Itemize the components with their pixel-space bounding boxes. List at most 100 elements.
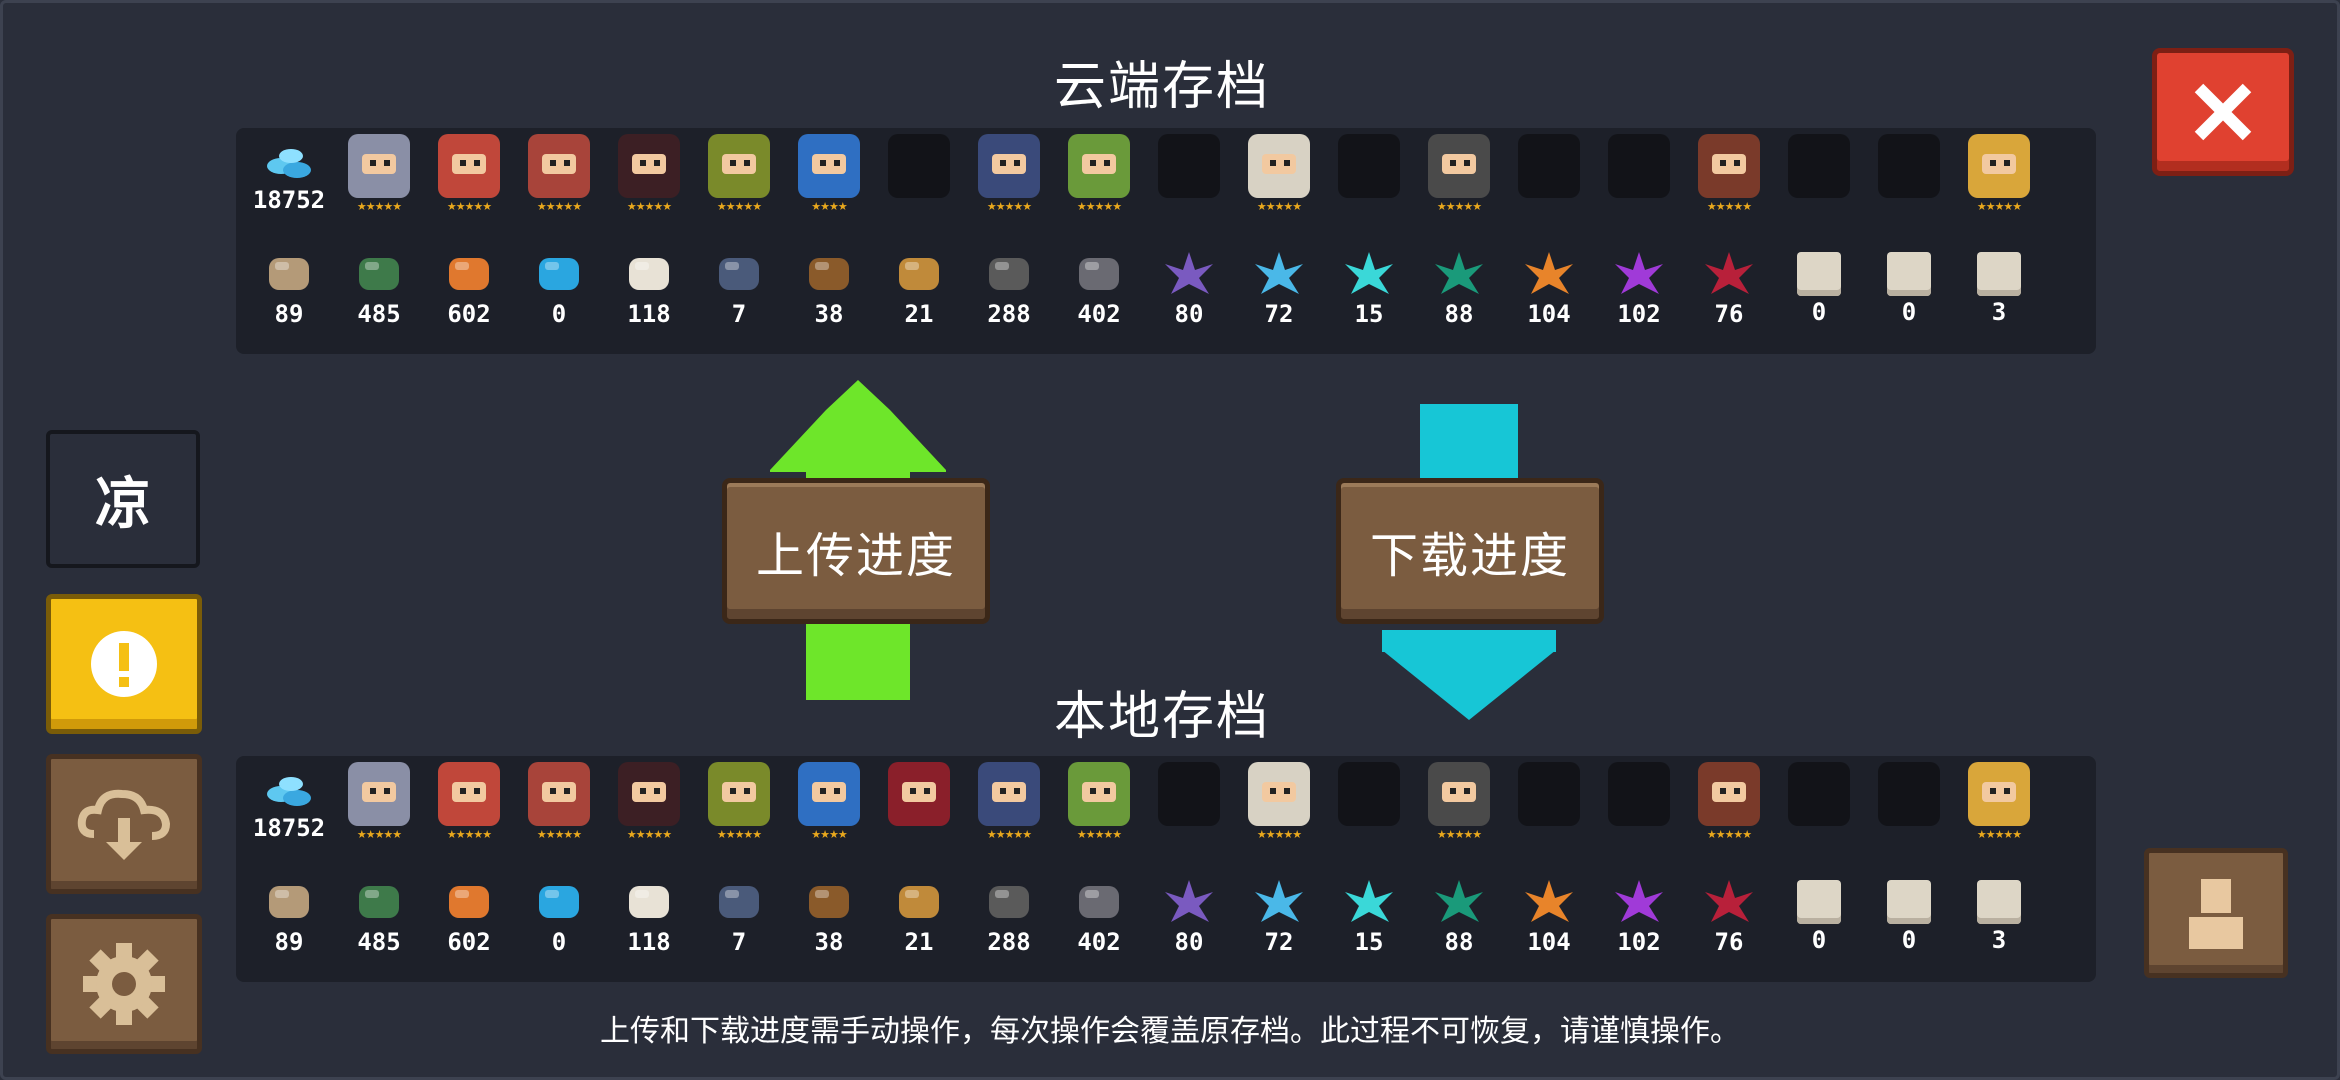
fish-icon [899,886,939,918]
character-portrait-icon [1878,762,1940,826]
profile-button[interactable] [2144,848,2288,978]
character-slot[interactable]: ★★★★★ [1054,128,1144,228]
character-slot[interactable]: ★★★★★ [1414,128,1504,228]
material-count: 89 [274,928,304,956]
local-save-title: 本地存档 [1053,687,1270,747]
material-slot: 15 [1324,872,1414,972]
close-button[interactable] [2152,48,2294,176]
character-slot[interactable]: ★★★★★ [1684,756,1774,856]
material-slot: 15 [1324,244,1414,344]
scroll-icon [1797,880,1841,924]
character-slot[interactable]: ★★★★★ [334,128,424,228]
orange-crystal-icon [1525,252,1573,294]
character-portrait-icon [528,762,590,826]
character-slot[interactable] [1594,756,1684,856]
character-slot[interactable] [1504,128,1594,228]
local-character-row: 18752★★★★★★★★★★★★★★★★★★★★★★★★★★★★★★★★★★★… [244,756,2044,856]
scroll-icon [1887,252,1931,296]
character-slot[interactable]: ★★★★ [784,756,874,856]
character-slot[interactable]: ★★★★★ [424,128,514,228]
settings-button[interactable] [46,914,202,1054]
feather-coin-icon [719,886,759,918]
character-slot[interactable]: ★★★★★ [514,128,604,228]
side-label-button[interactable]: 凉 [46,430,200,568]
character-slot[interactable]: ★★★★★ [514,756,604,856]
character-portrait-icon [1428,762,1490,826]
character-slot[interactable]: ★★★★★ [604,128,694,228]
character-slot[interactable]: ★★★★★ [694,128,784,228]
character-slot[interactable] [1774,128,1864,228]
character-slot[interactable] [1144,756,1234,856]
character-slot[interactable]: ★★★★★ [424,756,514,856]
character-slot[interactable] [1324,756,1414,856]
gear-part-icon [989,258,1029,290]
character-portrait-icon [1968,134,2030,198]
character-slot[interactable]: ★★★★★ [1684,128,1774,228]
battery-icon [359,258,399,290]
gem-count: 18752 [252,814,326,842]
character-portrait-icon [1608,762,1670,826]
character-slot[interactable]: ★★★★★ [1234,128,1324,228]
cyan-crystal-icon [1345,252,1393,294]
character-slot[interactable]: ★★★★★ [1414,756,1504,856]
close-icon [2194,83,2252,141]
character-slot[interactable] [1144,128,1234,228]
star-rating: ★★★★★ [1706,828,1752,841]
material-slot: 602 [424,244,514,344]
star-rating: ★★★★★ [716,200,762,213]
character-slot[interactable]: ★★★★★ [334,756,424,856]
character-portrait-icon [1518,762,1580,826]
character-portrait-icon [1158,134,1220,198]
character-slot[interactable]: ★★★★★ [694,756,784,856]
scroll-icon [1797,252,1841,296]
character-slot[interactable] [1594,128,1684,228]
character-portrait-icon [798,134,860,198]
character-slot[interactable]: ★★★★★ [1054,756,1144,856]
character-portrait-icon [1068,762,1130,826]
material-slot: 38 [784,872,874,972]
gear-part-icon [989,886,1029,918]
gem-cell: 18752 [244,128,334,228]
star-rating: ★★★★ [811,200,847,213]
warning-button[interactable] [46,594,202,734]
character-slot[interactable]: ★★★★ [784,128,874,228]
character-portrait-icon [348,762,410,826]
download-progress-button[interactable]: 下载进度 [1336,478,1604,624]
character-slot[interactable] [1864,756,1954,856]
blue-crystal-icon [1255,252,1303,294]
character-slot[interactable]: ★★★★★ [964,128,1054,228]
upload-progress-button[interactable]: 上传进度 [722,478,990,624]
side-label-text: 凉 [95,471,151,537]
gear-icon [83,943,165,1025]
character-slot[interactable] [1864,128,1954,228]
star-rating: ★★★★★ [1976,828,2022,841]
material-slot: 7 [694,872,784,972]
material-slot: 76 [1684,872,1774,972]
blue-crystal-icon [1255,880,1303,922]
material-count: 118 [627,300,671,328]
character-portrait-icon [1158,762,1220,826]
character-slot[interactable]: ★★★★★ [1954,128,2044,228]
footer-warning-text: 上传和下载进度需手动操作，每次操作会覆盖原存档。此过程不可恢复，请谨慎操作。 [600,1014,1740,1049]
material-count: 0 [1901,298,1917,326]
character-portrait-icon [1248,762,1310,826]
character-slot[interactable]: ★★★★★ [1234,756,1324,856]
character-slot[interactable] [874,128,964,228]
material-count: 288 [987,928,1031,956]
material-slot: 80 [1144,872,1234,972]
material-slot: 21 [874,872,964,972]
person-icon [2189,879,2243,949]
star-rating: ★★★★★ [536,828,582,841]
sack-icon [629,258,669,290]
character-slot[interactable] [1504,756,1594,856]
cloud-download-button[interactable] [46,754,202,894]
star-rating: ★★★★★ [1436,200,1482,213]
character-slot[interactable]: ★★★★★ [964,756,1054,856]
gem-count: 18752 [252,186,326,214]
character-slot[interactable] [1774,756,1864,856]
character-slot[interactable]: ★★★★★ [1954,756,2044,856]
character-slot[interactable] [1324,128,1414,228]
character-slot[interactable] [874,756,964,856]
material-count: 288 [987,300,1031,328]
character-slot[interactable]: ★★★★★ [604,756,694,856]
